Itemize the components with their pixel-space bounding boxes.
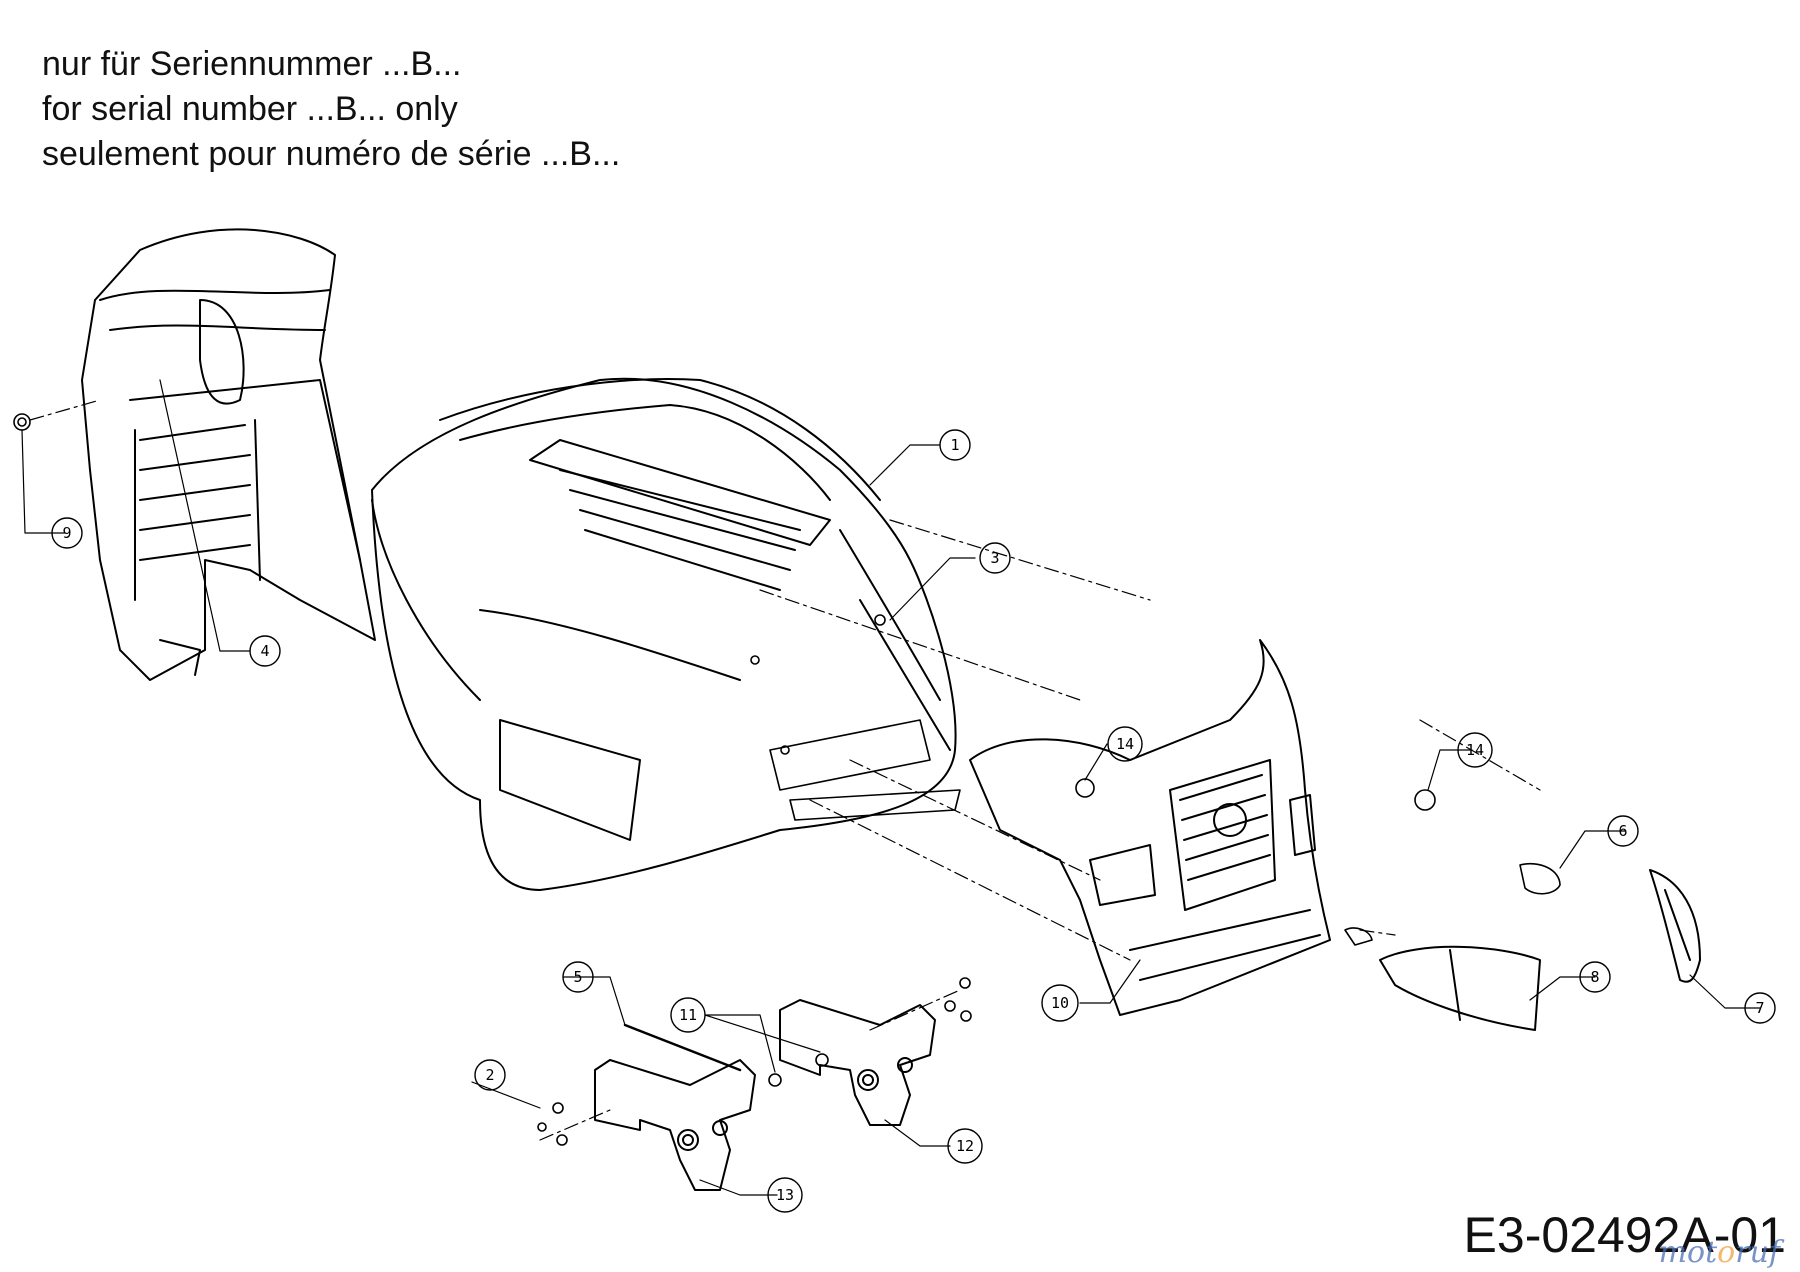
- hood-part: [371, 377, 957, 891]
- serial-note-fr: seulement pour numéro de série ...B...: [42, 135, 621, 173]
- callout-12: 12: [947, 1128, 983, 1164]
- watermark-logo: motoruf: [1658, 1235, 1780, 1270]
- svg-text:14: 14: [1116, 735, 1134, 753]
- headlight-part: [1379, 945, 1541, 1031]
- svg-text:1: 1: [950, 436, 959, 454]
- bolt-parts: [537, 977, 972, 1146]
- callout-10: 10: [1041, 984, 1079, 1022]
- hood-bracket-part: [750, 614, 961, 821]
- svg-text:6: 6: [1618, 822, 1627, 840]
- svg-text:12: 12: [956, 1137, 974, 1155]
- svg-text:7: 7: [1755, 999, 1764, 1017]
- callout-6: 6: [1607, 815, 1639, 847]
- callout-7: 7: [1744, 992, 1776, 1024]
- callout-3: 3: [979, 542, 1011, 574]
- callout-13: 13: [767, 1177, 803, 1213]
- callout-1: 1: [939, 429, 971, 461]
- callout-5: 5: [562, 961, 594, 993]
- assembly-guide-lines: [29, 399, 1541, 1141]
- svg-text:13: 13: [776, 1186, 794, 1204]
- svg-text:2: 2: [485, 1066, 494, 1084]
- clip-parts: [1075, 778, 1436, 811]
- rod-part: [623, 1023, 742, 1072]
- callout-11: 11: [670, 997, 706, 1033]
- side-trim-part: [1649, 869, 1701, 983]
- svg-text:14: 14: [1466, 741, 1484, 759]
- mounting-bracket-13: [594, 1059, 756, 1191]
- svg-text:9: 9: [62, 524, 71, 542]
- callout-14-left: 14: [1107, 726, 1143, 762]
- callout-8: 8: [1579, 961, 1611, 993]
- svg-text:4: 4: [260, 642, 269, 660]
- callout-4: 4: [249, 635, 281, 667]
- svg-text:8: 8: [1590, 968, 1599, 986]
- mounting-bracket-12: [779, 999, 936, 1126]
- svg-text:11: 11: [679, 1006, 697, 1024]
- serial-note: nur für Seriennummer ...B... for serial …: [42, 42, 620, 177]
- fastener-part: [1344, 863, 1561, 946]
- rear-fender-part: [81, 228, 376, 681]
- callout-9: 9: [51, 517, 83, 549]
- serial-note-en: for serial number ...B... only: [42, 90, 458, 128]
- callout-14-right: 14: [1457, 732, 1493, 768]
- svg-text:5: 5: [573, 968, 582, 986]
- callout-bubbles: 1 2 3 4 5 6 7 8 9 10 11 12 13 14 14: [51, 429, 1776, 1213]
- svg-text:3: 3: [990, 549, 999, 567]
- serial-note-de: nur für Seriennummer ...B...: [42, 45, 462, 83]
- knob-part: [13, 413, 31, 431]
- diagram-code: E3-02492A-01: [1463, 1207, 1786, 1263]
- front-grille-part: [969, 639, 1331, 1016]
- callout-2: 2: [474, 1059, 506, 1091]
- callout-leaders: [21, 379, 1761, 1196]
- svg-text:10: 10: [1051, 994, 1069, 1012]
